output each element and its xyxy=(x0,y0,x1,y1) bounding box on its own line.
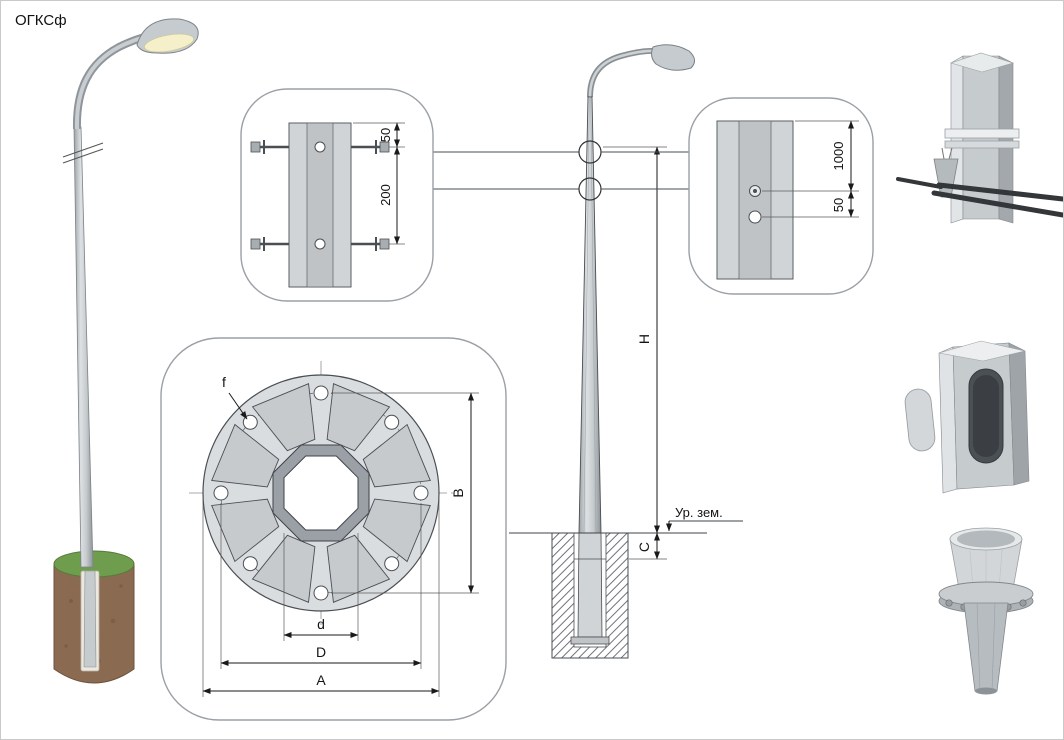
pole-elevation-drawing: Ур. зем. H C xyxy=(509,44,743,659)
dimension-A: A xyxy=(202,497,440,697)
sling-band-lower xyxy=(944,140,1020,149)
access-door-3d-render xyxy=(904,340,1030,494)
tube-facet xyxy=(976,602,981,692)
dim-label-f: f xyxy=(222,374,226,390)
dimension-D: D xyxy=(220,503,422,669)
dim-label-A: A xyxy=(316,672,326,688)
dimension-50-right: 50 xyxy=(762,190,859,218)
anchor-rod-end xyxy=(896,177,943,189)
pole-tube-hole xyxy=(283,455,359,531)
dimension-f: f xyxy=(222,374,248,420)
embedded-pole xyxy=(577,532,603,638)
dimension-d: d xyxy=(283,533,359,641)
lamp-head-elevation xyxy=(651,44,695,71)
dim-label-C: C xyxy=(636,542,652,552)
soil-speck xyxy=(64,644,68,648)
door-opening-inner xyxy=(973,375,999,457)
tube-bottom xyxy=(975,687,997,695)
bracket-3d-render xyxy=(896,52,1063,224)
pole-facet xyxy=(738,120,772,280)
tube-facet xyxy=(991,602,996,692)
dim-label-1000: 1000 xyxy=(831,142,846,171)
dimension-50-top: 50 xyxy=(353,122,405,148)
lamp-arm-elevation xyxy=(587,48,662,98)
column-top-face xyxy=(949,52,1015,73)
embedded-pole-section xyxy=(83,570,97,668)
pole-3d-render xyxy=(53,18,199,684)
pole-shaft-3d xyxy=(73,126,94,568)
soil-speck xyxy=(69,599,73,603)
detail-callout-top: 50 200 xyxy=(240,88,579,302)
flange-bolt-holes xyxy=(213,385,429,601)
pole-facet-line xyxy=(590,96,597,534)
dimension-200: 200 xyxy=(378,146,405,245)
base-shoe-3d-render xyxy=(938,527,1034,695)
lamp-glass-3d xyxy=(143,33,195,53)
drain-hole xyxy=(748,210,762,224)
dim-label-50: 50 xyxy=(378,128,393,142)
dim-label-D: D xyxy=(316,644,326,660)
dim-label-d: d xyxy=(317,616,325,632)
tapered-tube xyxy=(963,602,1009,692)
column-top-face xyxy=(938,340,1026,362)
lamp-arm-elevation-highlight xyxy=(588,49,662,98)
bolt-row-bottom xyxy=(250,237,390,251)
dim-label-B: B xyxy=(450,488,466,497)
detail-callout-right: 1000 50 xyxy=(601,97,874,295)
sling-rope xyxy=(948,147,953,160)
anchor-rod xyxy=(931,190,1063,218)
dim-label-50: 50 xyxy=(831,198,846,212)
flange-top-view-callout: f B d D A xyxy=(160,337,507,721)
dim-label-H: H xyxy=(636,334,652,344)
pole-shaft-elevation xyxy=(578,96,602,534)
dimension-H: H xyxy=(603,146,667,534)
door-cover-plate xyxy=(904,388,936,452)
foundation-3d xyxy=(53,550,135,684)
flange-ring-top xyxy=(938,581,1034,607)
soil-speck xyxy=(110,618,116,624)
soil-speck xyxy=(119,584,123,588)
base-flange-section xyxy=(570,636,610,645)
pole-facet-line xyxy=(583,96,590,534)
dimension-B: B xyxy=(331,392,479,594)
cup-interior xyxy=(957,530,1015,548)
drawing-title: ОГКСф xyxy=(15,12,67,29)
fixing-bolt xyxy=(749,185,761,197)
ground-level-label: Ур. зем. xyxy=(675,505,723,520)
ground-level-callout: Ур. зем. xyxy=(665,505,743,532)
dimension-C: C xyxy=(629,532,667,560)
anchor-rod xyxy=(936,182,1063,202)
sling-rope xyxy=(941,147,945,160)
foundation-section xyxy=(551,532,629,659)
dim-label-200: 200 xyxy=(378,184,393,206)
dimension-1000: 1000 xyxy=(762,120,859,192)
sling-band xyxy=(944,128,1020,139)
pole-break-mark xyxy=(62,142,104,164)
